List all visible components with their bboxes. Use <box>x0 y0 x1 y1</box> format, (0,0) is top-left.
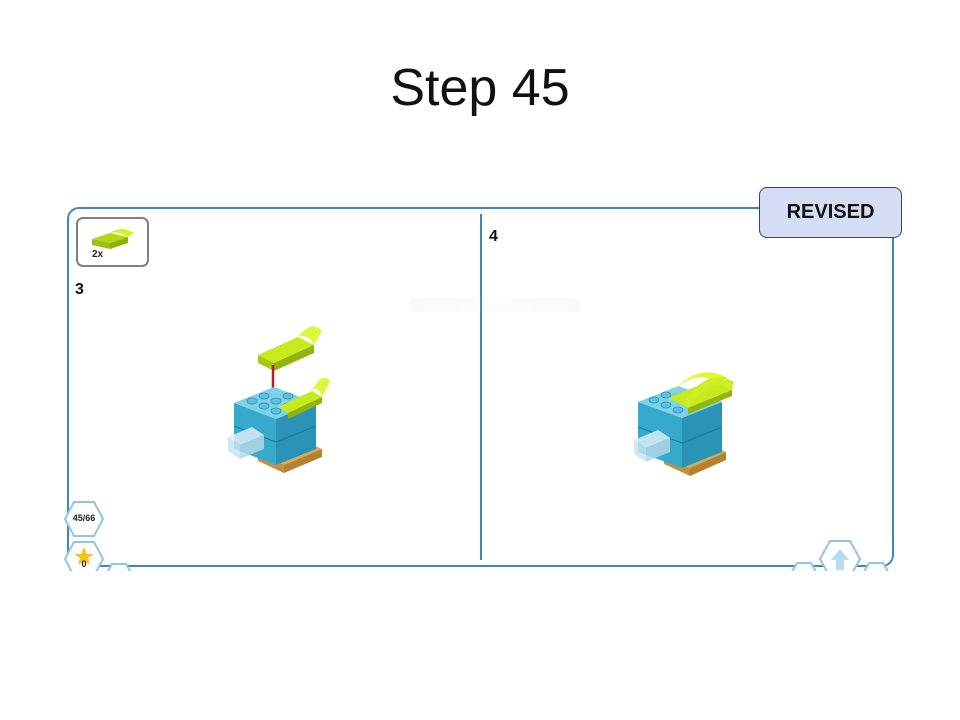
page-counter-text: 45/66 <box>72 513 96 523</box>
nav-forward-button[interactable] <box>861 562 891 571</box>
hexagon-icon <box>63 501 105 537</box>
step-number-right: 4 <box>489 228 498 245</box>
page-counter-button[interactable]: 45/66 <box>63 501 105 537</box>
panel-divider <box>480 214 482 560</box>
nav-home-button[interactable] <box>819 540 861 571</box>
slide-title: Step 45 <box>390 59 570 117</box>
nav-hex-button-left[interactable] <box>104 563 134 571</box>
model-step-3-illustration <box>228 326 330 473</box>
parts-quantity: 2x <box>92 249 104 260</box>
lime-curved-brick-icon <box>92 229 134 249</box>
parts-callout: 2x <box>76 217 149 267</box>
star-icon <box>74 547 94 565</box>
model-step-4-illustration <box>634 372 734 476</box>
step-number-left: 3 <box>75 281 84 298</box>
watermark <box>410 298 580 312</box>
nav-back-button[interactable] <box>789 562 819 571</box>
hexagon-icon <box>64 541 104 571</box>
floating-lime-brick <box>258 326 322 371</box>
revised-badge: REVISED <box>759 187 902 238</box>
stars-button[interactable]: 0 <box>64 541 104 571</box>
up-arrow-icon <box>819 540 861 571</box>
stars-count: 0 <box>81 559 87 569</box>
